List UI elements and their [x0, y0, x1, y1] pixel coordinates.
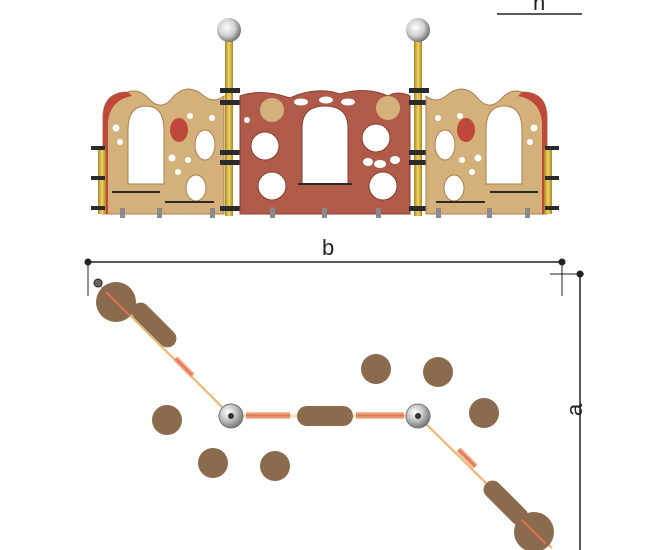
stump — [198, 448, 228, 478]
left-panel — [91, 88, 225, 215]
right-tall-post — [406, 18, 430, 216]
width-label: b — [322, 235, 334, 260]
front-view: h — [91, 0, 582, 218]
right-post-sphere — [406, 18, 430, 42]
width-dimension: b — [84, 235, 566, 296]
height-dimension: h — [497, 0, 582, 15]
stump — [260, 451, 290, 481]
right-panel — [425, 88, 559, 215]
left-tall-post — [217, 18, 241, 216]
stump — [361, 354, 391, 384]
plan-right-arm — [416, 414, 554, 550]
left-post-sphere — [217, 18, 241, 42]
depth-dimension: a — [550, 270, 587, 550]
depth-label: a — [562, 403, 587, 416]
stump — [423, 357, 453, 387]
stump — [469, 398, 499, 428]
center-panel — [239, 90, 411, 215]
plan-stumps — [152, 354, 499, 481]
plan-view — [93, 278, 554, 550]
height-label: h — [533, 0, 545, 15]
ground-feet — [120, 208, 530, 218]
stump — [152, 405, 182, 435]
plan-left-arm — [93, 278, 233, 418]
plan-center-beam — [231, 406, 418, 426]
